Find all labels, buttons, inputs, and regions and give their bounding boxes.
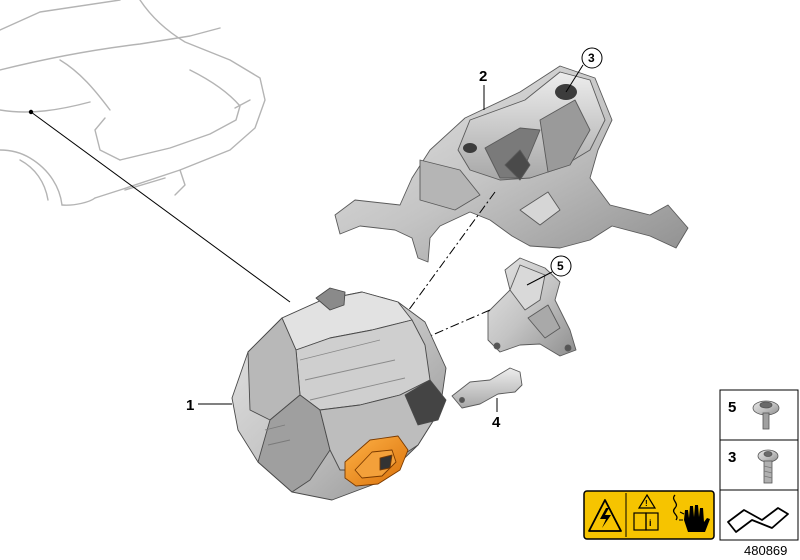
leader-line-5: [526, 271, 553, 286]
fastener-panel: [719, 389, 799, 541]
fastener-label-3: 3: [728, 449, 736, 466]
svg-text:!: !: [645, 499, 648, 508]
torx-screw-icon: [752, 400, 780, 430]
high-voltage-connector: [344, 435, 409, 487]
callout-circle-3: [581, 47, 603, 69]
support-bracket: [451, 367, 523, 409]
callout-part-3: 3: [588, 51, 595, 65]
callout-part-1: 1: [186, 397, 194, 414]
fastener-label-5: 5: [728, 399, 736, 416]
document-number: 480869: [744, 543, 787, 558]
callout-part-2: 2: [479, 68, 487, 85]
installation-kit-icon: [727, 507, 789, 533]
assembly-line-upper: [399, 191, 496, 323]
high-voltage-warning-icon: [588, 499, 622, 532]
no-touch-hand-icon: [672, 494, 710, 532]
leader-line-3: [565, 64, 584, 93]
holder-bracket: [487, 257, 577, 357]
assembly-line-lower: [429, 309, 491, 337]
callout-circle-5: [550, 255, 572, 277]
callout-part-4: 4: [492, 414, 501, 431]
mounting-bracket: [334, 65, 689, 263]
bolt-icon: [757, 449, 779, 484]
vehicle-outline: [0, 0, 266, 206]
power-electronics-unit: [231, 287, 447, 501]
location-leader-line: [30, 111, 291, 303]
callout-part-5: 5: [557, 259, 564, 273]
caution-read-manual-icon: ! i: [633, 493, 659, 531]
svg-text:i: i: [649, 518, 652, 528]
mount-grommet-left: [463, 143, 477, 153]
